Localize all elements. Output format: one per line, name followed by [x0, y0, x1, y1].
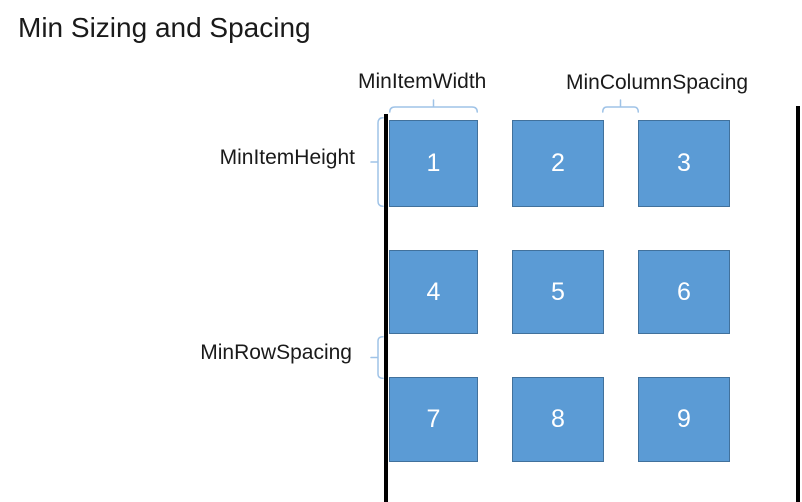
min-column-spacing-brace-icon — [602, 99, 639, 113]
min-item-height-label: MinItemHeight — [219, 146, 355, 169]
min-row-spacing-brace-icon — [370, 336, 384, 379]
min-column-spacing-label: MinColumnSpacing — [566, 71, 749, 94]
grid-item-4: 4 — [389, 250, 478, 334]
min-item-width-brace-icon — [389, 99, 478, 113]
grid-item-6: 6 — [638, 250, 730, 334]
grid-item-5: 5 — [512, 250, 604, 334]
min-item-width-label: MinItemWidth — [358, 70, 487, 93]
grid-item-2: 2 — [512, 120, 604, 207]
grid-item-1: 1 — [389, 120, 478, 207]
page-title: Min Sizing and Spacing — [18, 12, 311, 43]
grid-item-7: 7 — [389, 377, 478, 462]
min-item-height-brace-icon — [370, 117, 384, 207]
right-boundary-line — [796, 106, 800, 502]
min-row-spacing-label: MinRowSpacing — [200, 341, 352, 364]
grid-item-8: 8 — [512, 377, 604, 462]
grid-item-9: 9 — [638, 377, 730, 462]
grid-item-3: 3 — [638, 120, 730, 207]
left-boundary-line — [384, 114, 388, 502]
